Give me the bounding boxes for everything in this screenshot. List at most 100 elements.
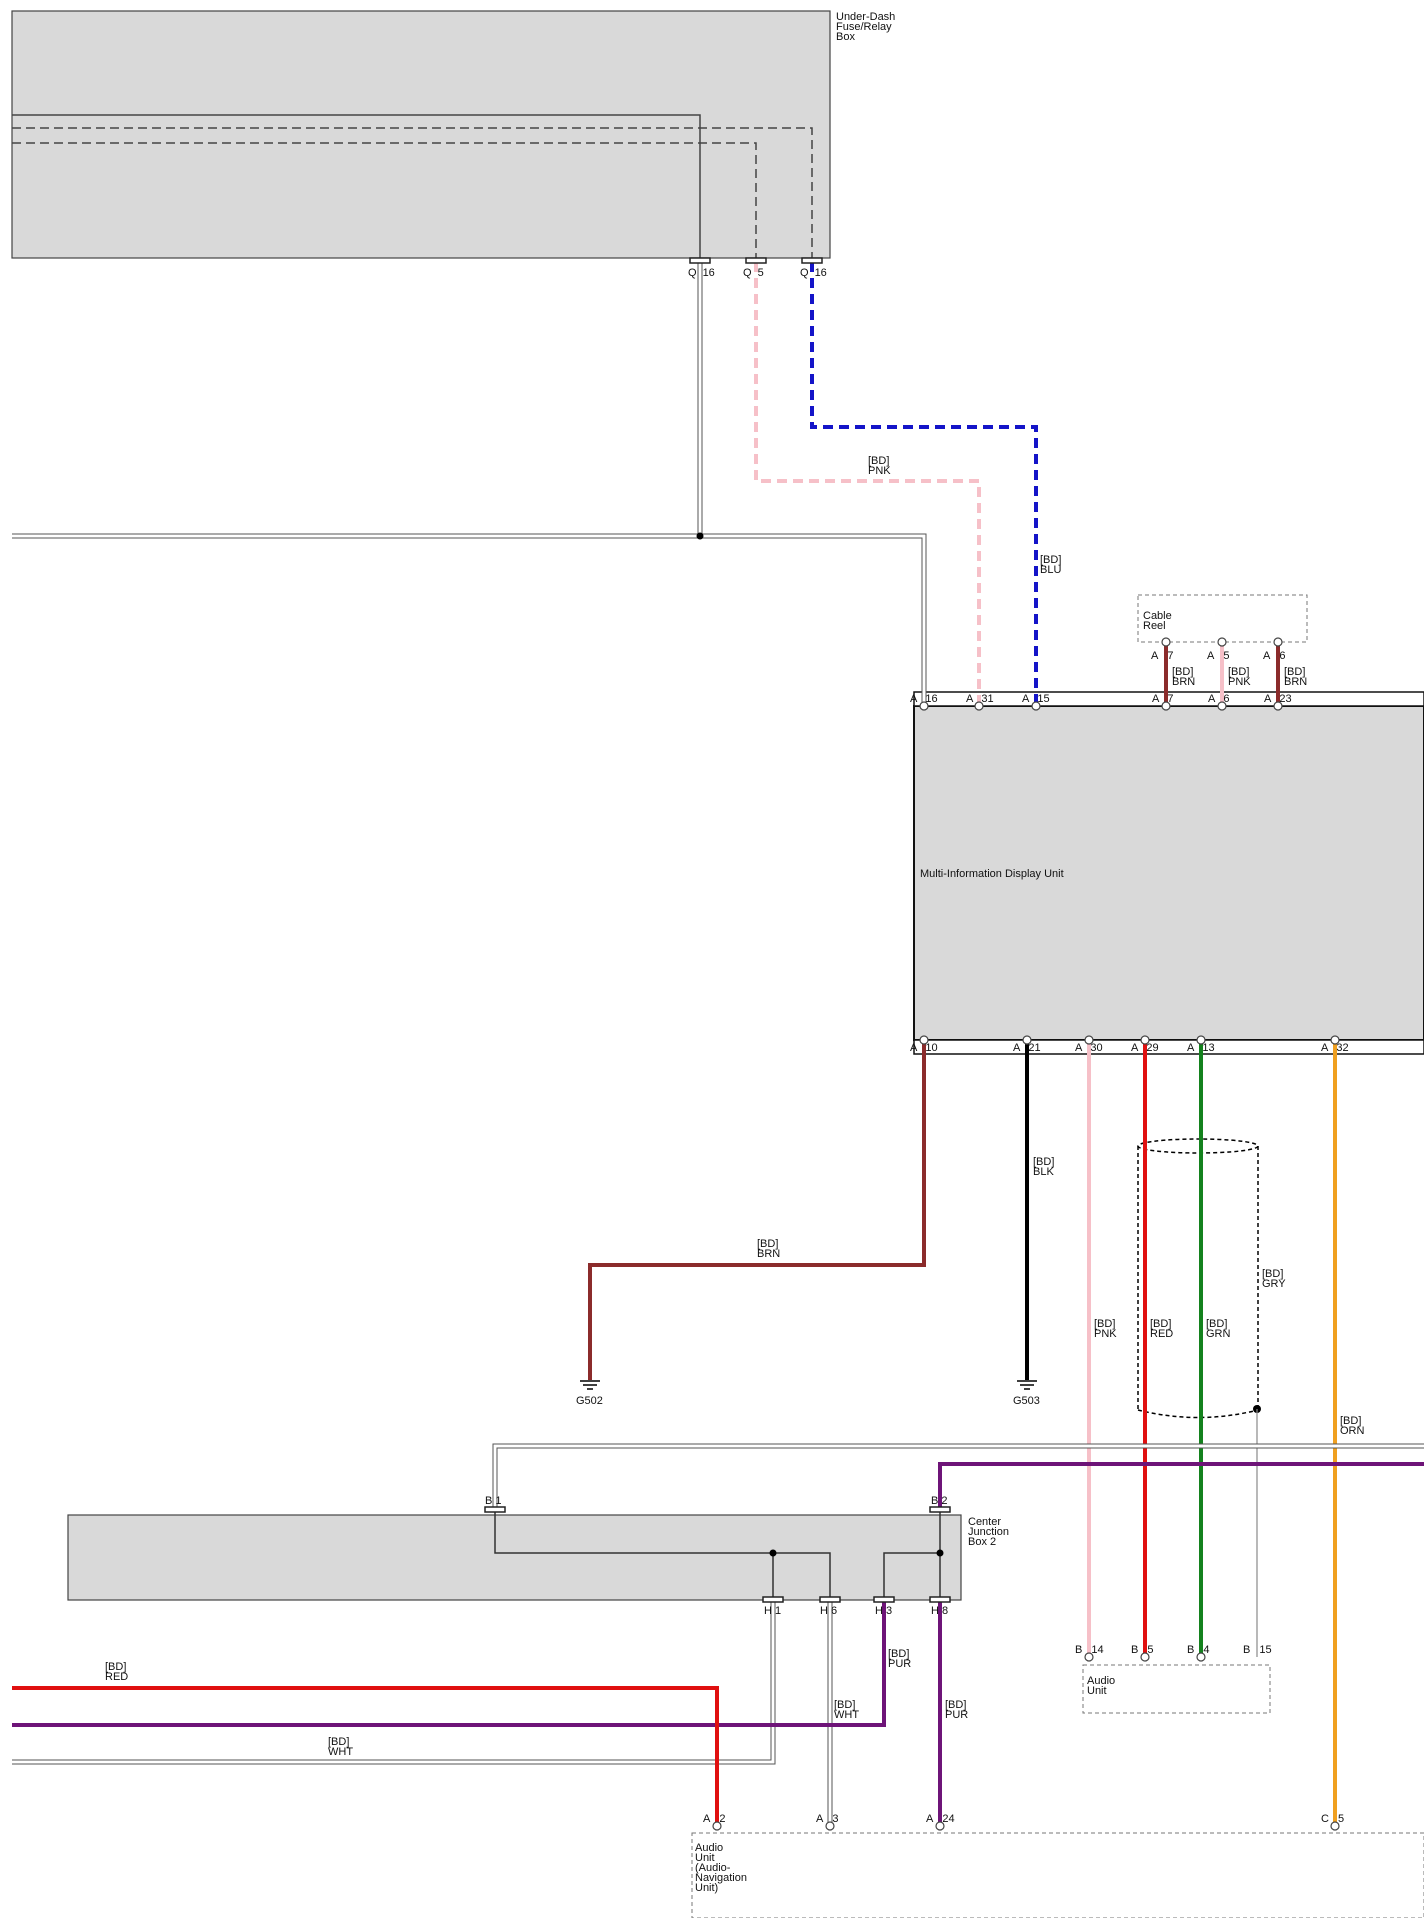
- wire-wht-b1-outline: [492, 1443, 1424, 1510]
- terminal-a29: [1140, 1035, 1150, 1045]
- wire-pnk-q5-a31: [754, 262, 981, 706]
- terminal-cr5: [1217, 637, 1227, 647]
- center-junction-box-2: [67, 1514, 962, 1601]
- wire-label-red-a29: [BD] RED: [1150, 1318, 1174, 1340]
- wire-pur-b2: [938, 1462, 1424, 1510]
- wire-label-brn-cr6: [BD] BRN: [1284, 666, 1308, 688]
- wire-red-left-a2: [12, 1686, 719, 1826]
- terminal-a32: [1330, 1035, 1340, 1045]
- terminal-a21: [1022, 1035, 1032, 1045]
- fuse-box-internal-line-dashed-2: [12, 142, 757, 258]
- ground-symbol-g503: [1017, 1380, 1037, 1390]
- connector-b2: [929, 1506, 951, 1513]
- ground-label-g503: G503: [1013, 1395, 1040, 1407]
- terminal-a16: [919, 701, 929, 711]
- connector-q5: [745, 257, 767, 264]
- cable-reel-box: [1137, 594, 1308, 643]
- cable-reel-label: Cable Reel: [1143, 610, 1175, 632]
- terminal-cr6: [1273, 637, 1283, 647]
- wire-label-brn-cr7: [BD] BRN: [1172, 666, 1196, 688]
- wire-label-grn-a13: [BD] GRN: [1206, 1318, 1231, 1340]
- wire-label-blu-top: [BD] BLU: [1040, 554, 1064, 576]
- wire-brn-a10-g502: [588, 1040, 926, 1380]
- connector-b1: [484, 1506, 506, 1513]
- wire-label-brn-g502: [BD] BRN: [757, 1238, 781, 1260]
- center-junction-box-2-label: Center Junction Box 2: [968, 1516, 1012, 1548]
- audio-unit-b-label: Audio Unit: [1087, 1675, 1118, 1697]
- fuse-box-internal-line-dashed-1: [12, 127, 813, 258]
- wire-label-gry-shield: [BD] GRY: [1262, 1268, 1286, 1290]
- terminal-a6: [1217, 701, 1227, 711]
- wire-label-orn-a32: [BD] ORN: [1340, 1415, 1365, 1437]
- audio-unit-b-box: [1082, 1664, 1271, 1714]
- wire-label-pnk-a30: [BD] PNK: [1094, 1318, 1118, 1340]
- mid-unit-label: Multi-Information Display Unit: [920, 868, 1064, 880]
- ground-symbol-g502: [580, 1380, 600, 1390]
- junction-splice-2: [936, 1549, 944, 1557]
- wire-wht-b1-core: [493, 1444, 1424, 1510]
- ground-label-g502: G502: [576, 1395, 603, 1407]
- terminal-cr7: [1161, 637, 1171, 647]
- connector-h3: [873, 1596, 895, 1603]
- terminal-b5: [1140, 1652, 1150, 1662]
- connector-h1: [762, 1596, 784, 1603]
- wire-label-pur-h8: [BD] PUR: [945, 1699, 969, 1721]
- terminal-b14: [1084, 1652, 1094, 1662]
- terminal-a15: [1031, 701, 1041, 711]
- terminal-a10: [919, 1035, 929, 1045]
- connector-h8: [929, 1596, 951, 1603]
- terminal-a23: [1273, 701, 1283, 711]
- wire-label-pnk-top: [BD] PNK: [868, 455, 892, 477]
- audio-navigation-unit-label: Audio Unit (Audio- Navigation Unit): [695, 1842, 750, 1894]
- wire-label-wht-h6: [BD] WHT: [834, 1699, 859, 1721]
- terminal-a31: [974, 701, 984, 711]
- terminal-a30: [1084, 1035, 1094, 1045]
- terminal-a7: [1161, 701, 1171, 711]
- junction-splice-1: [769, 1549, 777, 1557]
- wire-pur-h3-left: [12, 1602, 886, 1727]
- terminal-nc5: [1330, 1821, 1340, 1831]
- connector-q16a: [689, 257, 711, 264]
- terminal-a13: [1196, 1035, 1206, 1045]
- wire-label-pur-h3: [BD] PUR: [888, 1648, 912, 1670]
- wire-label-pnk-cr5: [BD] PNK: [1228, 666, 1252, 688]
- wire-wht-h1-core: [12, 1602, 775, 1764]
- wire-wht-q16-core: [12, 262, 926, 706]
- connector-q16b: [801, 257, 823, 264]
- under-dash-fuse-relay-box-label: Under-Dash Fuse/Relay Box: [836, 11, 898, 43]
- connector-h6: [819, 1596, 841, 1603]
- under-dash-fuse-relay-box: [11, 10, 831, 259]
- terminal-na2: [712, 1821, 722, 1831]
- wire-wht-q16-outline: [12, 262, 927, 706]
- terminal-na24: [935, 1821, 945, 1831]
- mid-bottom-connector-strip: [913, 1039, 1424, 1055]
